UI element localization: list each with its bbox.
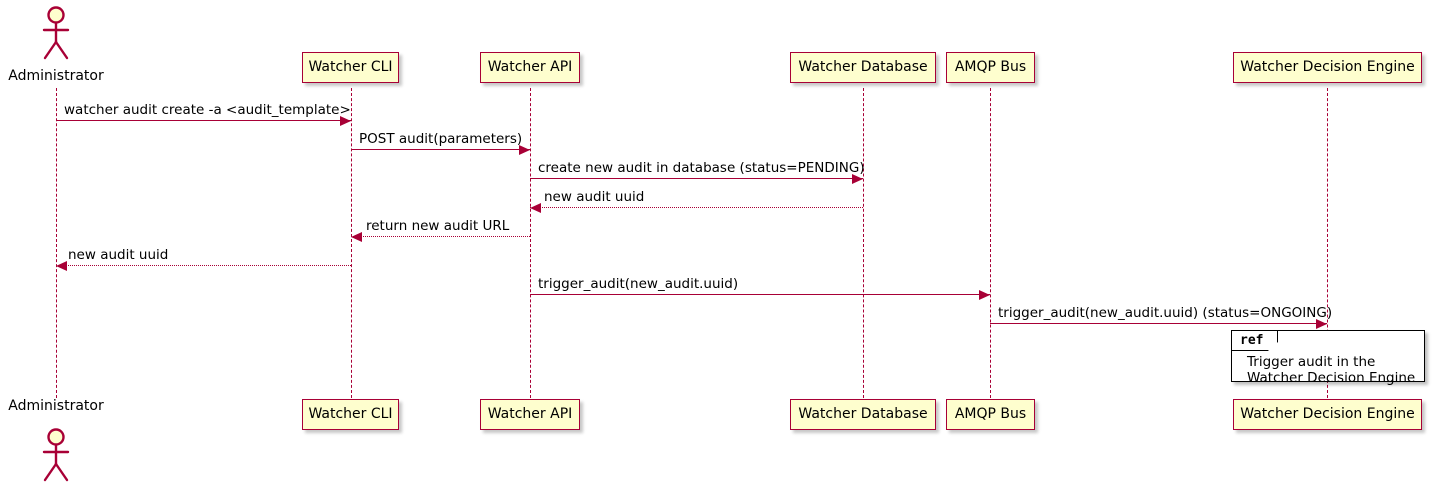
message-line-6 [56, 265, 351, 266]
message-line-3 [530, 178, 863, 179]
message-arrowhead-3 [852, 173, 863, 184]
participant-box-watcher-api: Watcher API [480, 52, 580, 83]
message-label-2: POST audit(parameters) [359, 131, 523, 147]
message-label-8: trigger_audit(new_audit.uuid) (status=ON… [998, 305, 1333, 321]
message-arrowhead-6 [56, 260, 67, 271]
message-arrowhead-8 [1316, 318, 1327, 329]
fragment-operator-tab [1232, 331, 1278, 351]
message-label-3: create new audit in database (status=PEN… [538, 160, 865, 176]
lifeline-watcher-decision-engine [1327, 88, 1328, 398]
message-line-2 [351, 149, 530, 150]
actor-figure-administrator [39, 6, 73, 62]
message-arrowhead-1 [340, 115, 351, 126]
message-arrowhead-5 [351, 231, 362, 242]
message-label-7: trigger_audit(new_audit.uuid) [538, 276, 739, 292]
message-label-5: return new audit URL [366, 218, 510, 234]
message-line-1 [56, 120, 351, 121]
participant-box-watcher-cli: Watcher CLI [302, 52, 399, 83]
lifeline-watcher-api [530, 88, 531, 398]
message-line-5 [351, 236, 530, 237]
participant-box-watcher-decision-engine: Watcher Decision Engine [1233, 52, 1422, 83]
fragment-body-text: Trigger audit in the Watcher Decision En… [1247, 354, 1416, 386]
message-line-4 [530, 207, 863, 208]
message-label-6: new audit uuid [68, 247, 169, 263]
actor-figure-administrator [39, 428, 73, 484]
participant-box-watcher-database: Watcher Database [790, 52, 936, 83]
message-arrowhead-4 [530, 202, 541, 213]
message-label-1: watcher audit create -a <audit_template> [64, 102, 351, 118]
participant-box-amqp-bus: AMQP Bus [946, 52, 1035, 83]
participant-box-watcher-decision-engine: Watcher Decision Engine [1233, 399, 1422, 430]
message-arrowhead-7 [979, 289, 990, 300]
message-line-8 [990, 323, 1327, 324]
actor-label-administrator: Administrator [8, 398, 104, 414]
message-label-4: new audit uuid [544, 189, 645, 205]
participant-box-amqp-bus: AMQP Bus [946, 399, 1035, 430]
participant-box-watcher-api: Watcher API [480, 399, 580, 430]
message-arrowhead-2 [519, 144, 530, 155]
lifeline-amqp-bus [990, 88, 991, 398]
lifeline-administrator [56, 88, 57, 398]
participant-box-watcher-cli: Watcher CLI [302, 399, 399, 430]
actor-label-administrator: Administrator [8, 68, 104, 84]
message-line-7 [530, 294, 990, 295]
participant-box-watcher-database: Watcher Database [790, 399, 936, 430]
lifeline-watcher-database [863, 88, 864, 398]
lifeline-watcher-cli [351, 88, 352, 398]
fragment-operator-label: ref [1240, 333, 1264, 348]
